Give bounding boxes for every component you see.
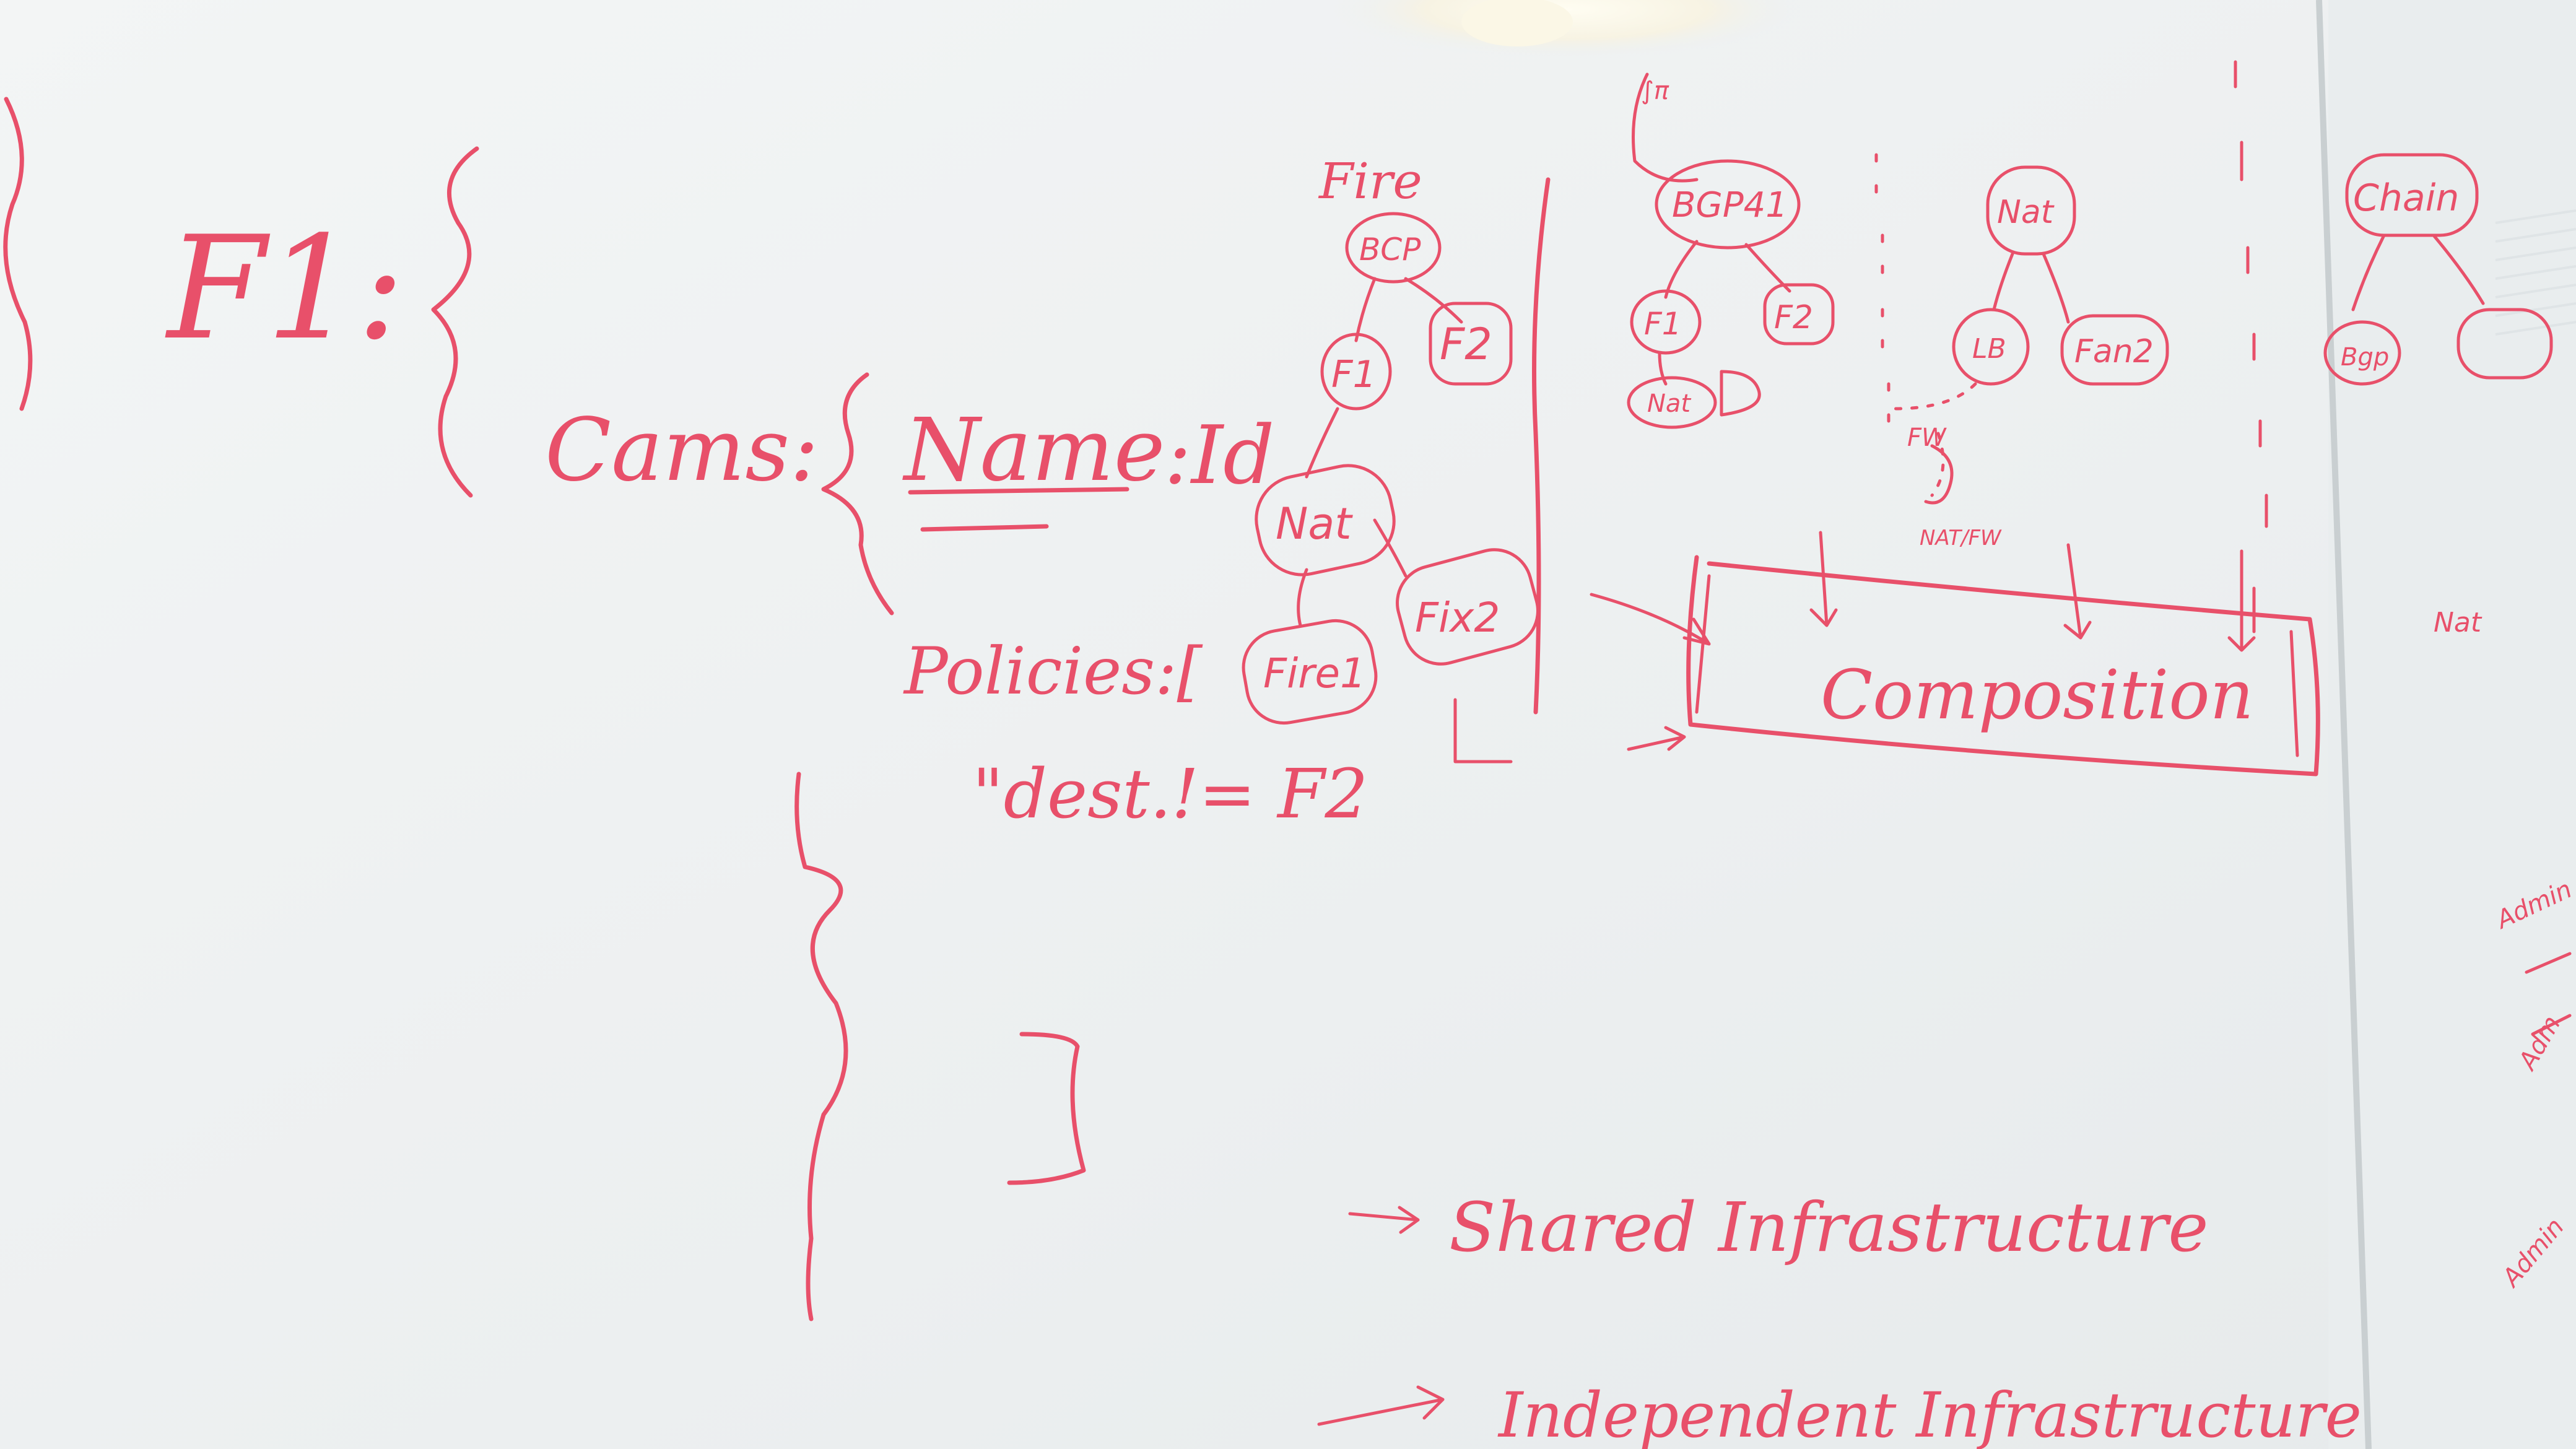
fire1-node-label: Fire1 xyxy=(1263,650,1366,697)
small-bracket xyxy=(1453,698,1513,764)
cams-brace xyxy=(821,372,894,616)
chain-node xyxy=(2345,153,2479,237)
f1-tree-node xyxy=(1320,333,1392,411)
nat-far-right: Nat xyxy=(2434,607,2482,638)
bcp-node xyxy=(1345,212,1442,284)
fire1-node xyxy=(1242,619,1378,725)
separator-1 xyxy=(1532,177,1551,715)
composition-box-inner xyxy=(1695,574,2299,757)
name-value: :Id xyxy=(1164,408,1274,502)
dest-rule: "dest.!= F2 xyxy=(972,754,1368,833)
tree-edge-8 xyxy=(1658,351,1668,386)
arrow-3 xyxy=(1809,531,1838,627)
left-edge-brace xyxy=(3,97,33,411)
composition-box xyxy=(1686,555,2320,777)
arrow-5 xyxy=(2227,549,2256,652)
tree-edge-5 xyxy=(1373,518,1408,578)
nat-small-node-label: Nat xyxy=(1647,389,1691,418)
f1-open-brace xyxy=(431,146,479,498)
long-brace xyxy=(794,772,848,1321)
bgp41-node xyxy=(1655,159,1801,250)
fw-right-curve xyxy=(1924,444,1954,505)
independent-arrow xyxy=(1317,1385,1445,1426)
nat-right-node-label: Nat xyxy=(1997,194,2055,231)
partial-node xyxy=(2456,308,2553,380)
blinds-reflection xyxy=(2495,209,2576,336)
fw-right-sub: NAT/FW xyxy=(1920,526,2002,550)
bgp-arrow-label: ∫π xyxy=(1641,77,1669,105)
tree-edge-4 xyxy=(1297,568,1308,627)
cams-label: Cams: xyxy=(545,400,819,501)
bgp-right-node xyxy=(2323,320,2401,386)
d-shape xyxy=(1720,370,1761,417)
tree-edge-3 xyxy=(1305,407,1339,479)
fan2-node-label: Fan2 xyxy=(2074,333,2154,370)
tree-edge-10 xyxy=(2042,252,2070,324)
lb-node-label: LB xyxy=(1972,333,2006,365)
fire-label: Fire xyxy=(1318,152,1422,210)
fw-right-label: FW xyxy=(1907,424,1947,452)
f1-mid-node xyxy=(1630,289,1702,355)
tree-edge-9 xyxy=(1992,252,2014,311)
chain-label: Chain xyxy=(2353,176,2459,220)
f1-label: F1: xyxy=(165,206,404,372)
tree-edge-7 xyxy=(1744,243,1791,293)
nat-node xyxy=(1255,464,1396,577)
composition-label: Composition xyxy=(1821,655,2253,734)
f1-mid-node-label: F1 xyxy=(1644,306,1682,342)
tree-edge-2 xyxy=(1404,277,1463,324)
bcp-node-label: BCP xyxy=(1359,232,1421,268)
fan2-node xyxy=(2060,314,2169,386)
shared-infra-label: Shared Infrastructure xyxy=(1449,1188,2208,1267)
nat-small-node xyxy=(1627,376,1717,429)
right-panel xyxy=(2328,0,2576,1449)
name-label: Name xyxy=(902,400,1165,501)
f2-mid-node-label: F2 xyxy=(1774,299,1813,336)
close-bracket xyxy=(1007,1032,1086,1185)
bgp-right-label: Bgp xyxy=(2341,343,2389,372)
arrow-4 xyxy=(2063,543,2092,640)
f2-mid-node xyxy=(1763,283,1835,346)
dotted-edge xyxy=(1893,382,1977,497)
f2-tree-node-label: F2 xyxy=(1440,319,1492,370)
bgp-arrow xyxy=(1632,72,1699,183)
lamp-core xyxy=(1461,0,1573,46)
nat-node-label: Nat xyxy=(1276,498,1353,549)
arrow-1 xyxy=(1590,593,1711,646)
arrow-2 xyxy=(1627,726,1686,751)
independent-infra-label: Independent Infrastructure xyxy=(1497,1379,2362,1449)
bgp41-node-label: BGP41 xyxy=(1672,185,1788,225)
separator-3 xyxy=(2234,60,2268,633)
fix2-node xyxy=(1396,548,1539,666)
f1-tree-node-label: F1 xyxy=(1331,353,1377,396)
nat-right-node xyxy=(1986,165,2076,256)
shared-arrow xyxy=(1348,1206,1420,1234)
name-underline-2 xyxy=(920,524,1049,532)
tree-edge-11 xyxy=(2351,233,2485,311)
name-underline xyxy=(908,487,1129,495)
lb-node xyxy=(1952,308,2030,386)
f2-tree-node xyxy=(1429,302,1513,386)
policies-label: Policies:[ xyxy=(903,633,1203,709)
fix2-node-label: Fix2 xyxy=(1415,594,1500,642)
far-right-arrow xyxy=(2525,952,2572,1036)
panel-divider xyxy=(2316,0,2372,1449)
